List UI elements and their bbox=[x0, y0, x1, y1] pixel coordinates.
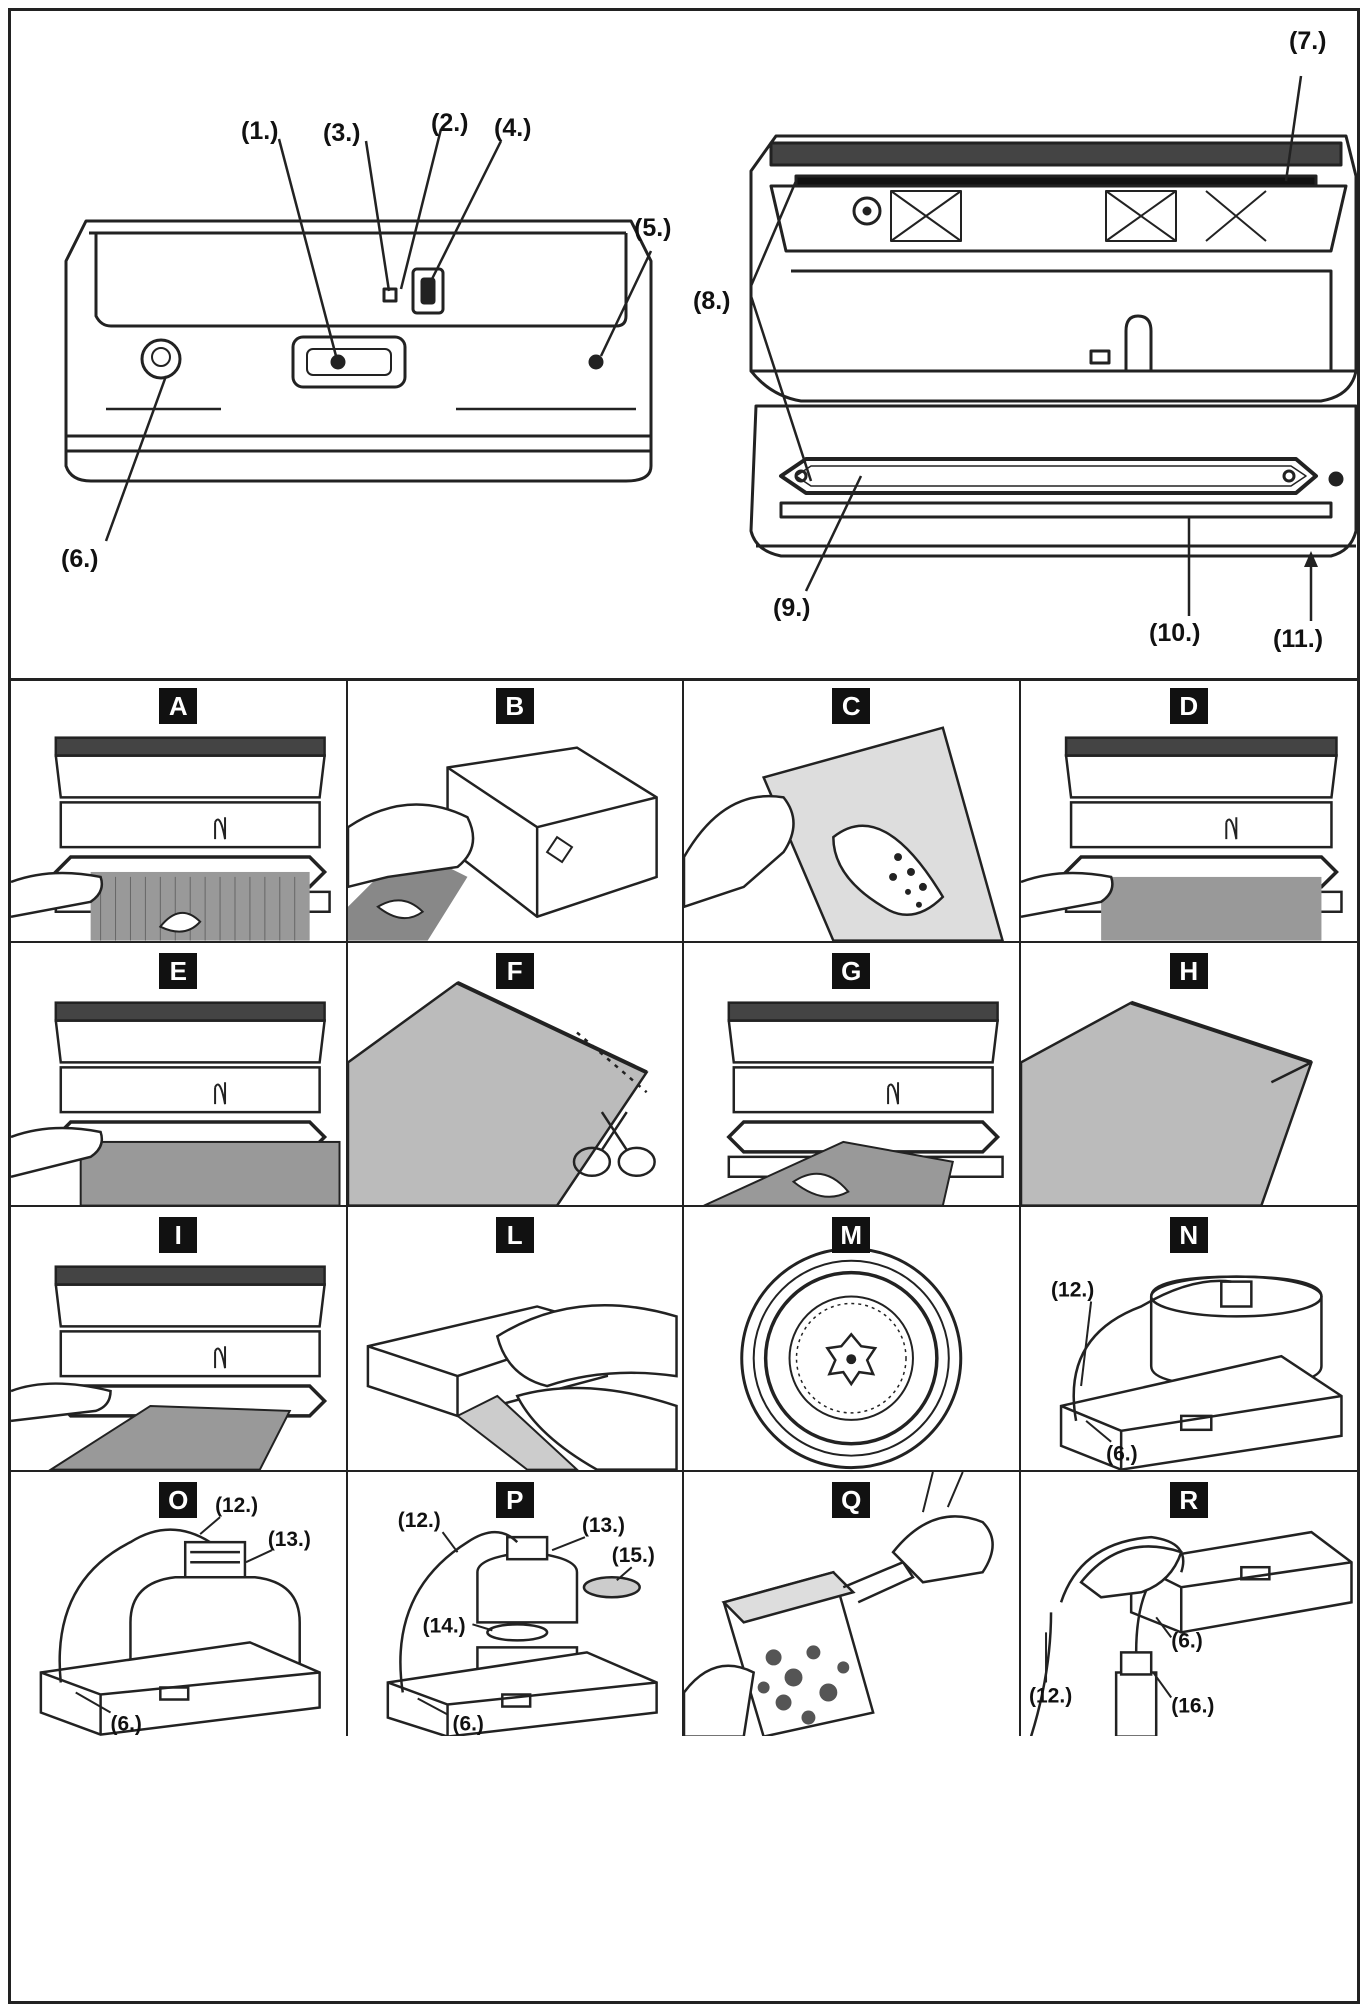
step-h-illustration bbox=[1020, 1000, 1313, 1206]
step-i-illustration bbox=[11, 1265, 328, 1470]
accessory-port-illustration bbox=[140, 338, 182, 380]
step-a-illustration bbox=[11, 736, 331, 941]
callout-9: (9.) bbox=[773, 594, 811, 622]
step-panel-r: R (6.) (12.) (16.) bbox=[1021, 1472, 1358, 1737]
step-panel-f: F bbox=[347, 942, 684, 1208]
step-panel-o: O (12.) (13.) (6.) bbox=[11, 1471, 348, 1737]
cutter-rail-illustration bbox=[769, 141, 1343, 167]
callout-10: (10.) bbox=[1149, 619, 1200, 647]
step-badge-f: F bbox=[495, 952, 534, 989]
step-panel-p: P (12.) (13.) (15.) bbox=[348, 1471, 684, 1737]
label-o-6: (6.) bbox=[111, 1712, 142, 1735]
callout-7: (7.) bbox=[1289, 27, 1327, 55]
step-badge-h: H bbox=[1169, 952, 1208, 989]
vacuum-gasket-illustration bbox=[779, 457, 1318, 495]
step-panel-d: D bbox=[1020, 678, 1357, 943]
step-c-illustration bbox=[684, 726, 1004, 941]
step-badge-o: O bbox=[159, 1481, 198, 1518]
step-panel-h: H bbox=[1020, 943, 1357, 1208]
step-panel-m: M bbox=[684, 1207, 1021, 1472]
closed-sealer-illustration bbox=[64, 219, 653, 483]
callout-5: (5.) bbox=[634, 214, 672, 242]
label-n-12: (12.) bbox=[1051, 1279, 1094, 1302]
step-panel-l: L bbox=[347, 1207, 684, 1472]
open-sealer-illustration bbox=[749, 134, 1357, 558]
label-p-15: (15.) bbox=[611, 1544, 654, 1567]
step-panel-q: Q bbox=[684, 1471, 1021, 1737]
sealing-bar-illustration bbox=[779, 501, 1333, 519]
instruction-sheet: (1.) (3.) (2.) (4.) (5.) (6.) (7.) (8.) … bbox=[8, 8, 1360, 2004]
step-g-illustration bbox=[703, 1001, 1004, 1206]
step-f-illustration bbox=[347, 980, 656, 1206]
callout-2: (2.) bbox=[431, 109, 469, 137]
step-panel-b: B bbox=[347, 678, 684, 943]
seal-button-illustration bbox=[291, 335, 407, 389]
step-badge-n: N bbox=[1169, 1217, 1208, 1254]
callout-4: (4.) bbox=[494, 114, 532, 142]
label-p-13: (13.) bbox=[581, 1514, 624, 1537]
step-badge-b: B bbox=[495, 688, 534, 724]
label-p-12: (12.) bbox=[397, 1509, 440, 1532]
step-panel-i: I bbox=[11, 1207, 348, 1472]
step-panel-e: E bbox=[11, 942, 348, 1208]
step-m-illustration bbox=[740, 1247, 963, 1470]
step-panel-c: C bbox=[684, 678, 1021, 943]
step-badge-c: C bbox=[832, 688, 871, 724]
step-panel-n: N (12.) (6.) bbox=[1020, 1207, 1357, 1472]
step-n-illustration: (12.) (6.) bbox=[1051, 1275, 1343, 1470]
step-grid: A B bbox=[11, 678, 1357, 2001]
step-badge-p: P bbox=[495, 1481, 534, 1518]
step-panel-g: G bbox=[684, 942, 1021, 1208]
label-r-6: (6.) bbox=[1171, 1629, 1203, 1652]
label-o-13: (13.) bbox=[268, 1528, 311, 1551]
callout-8: (8.) bbox=[693, 287, 731, 315]
step-e-illustration bbox=[11, 1001, 341, 1206]
step-badge-i: I bbox=[159, 1217, 198, 1254]
step-b-illustration bbox=[347, 746, 658, 941]
vacuum-button-illustration bbox=[411, 267, 445, 315]
step-p-illustration: (12.) (13.) (15.) (14.) (6.) bbox=[386, 1509, 658, 1737]
device-overview: (1.) (3.) (2.) (4.) (5.) (6.) (7.) (8.) … bbox=[11, 11, 1357, 681]
label-o-12: (12.) bbox=[215, 1494, 258, 1517]
label-r-12: (12.) bbox=[1029, 1684, 1072, 1707]
callout-6: (6.) bbox=[61, 545, 99, 573]
step-badge-l: L bbox=[495, 1217, 534, 1254]
step-badge-a: A bbox=[159, 688, 198, 724]
device-overview-drawing: (1.) (3.) (2.) (4.) (5.) (6.) (7.) (8.) … bbox=[61, 27, 1357, 653]
step-o-illustration: (12.) (13.) (6.) bbox=[39, 1494, 321, 1736]
callout-3: (3.) bbox=[323, 119, 361, 147]
callout-1: (1.) bbox=[241, 117, 279, 145]
step-badge-g: G bbox=[832, 952, 871, 989]
label-r-16: (16.) bbox=[1171, 1694, 1214, 1717]
callout-11: (11.) bbox=[1273, 625, 1323, 653]
led-indicator-illustration bbox=[382, 287, 398, 303]
step-l-illustration bbox=[366, 1304, 678, 1470]
step-r-illustration: (6.) (12.) (16.) bbox=[1029, 1530, 1353, 1737]
step-badge-m: M bbox=[832, 1217, 871, 1254]
step-panel-a: A bbox=[11, 678, 348, 943]
step-badge-q: Q bbox=[832, 1481, 871, 1518]
label-n-6: (6.) bbox=[1106, 1443, 1138, 1466]
step-badge-e: E bbox=[159, 952, 198, 989]
step-q-illustration bbox=[684, 1471, 994, 1737]
label-p-6: (6.) bbox=[452, 1712, 483, 1735]
label-p-14: (14.) bbox=[422, 1614, 465, 1637]
step-badge-r: R bbox=[1169, 1481, 1208, 1518]
step-badge-d: D bbox=[1169, 688, 1208, 724]
step-d-illustration bbox=[1020, 736, 1343, 941]
